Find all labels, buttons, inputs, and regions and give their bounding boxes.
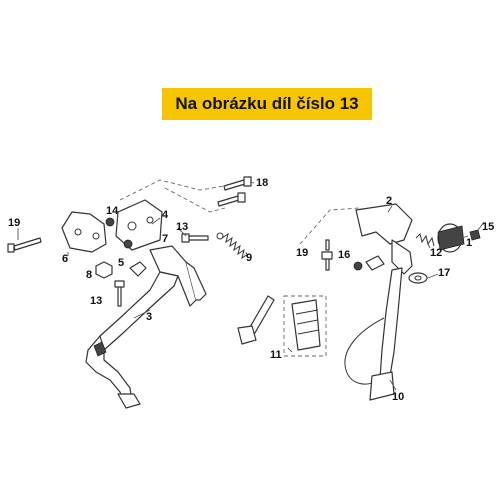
callout-16: 16 bbox=[338, 249, 350, 261]
leader-line bbox=[133, 309, 151, 319]
bolt-head bbox=[181, 233, 190, 243]
callout-13-horizontal-bolt: 13 bbox=[176, 221, 188, 233]
callout-2: 2 bbox=[386, 195, 392, 207]
sidestand-leg bbox=[379, 267, 403, 379]
washer bbox=[408, 272, 428, 284]
nut bbox=[353, 261, 363, 271]
footpeg-frame bbox=[283, 295, 327, 357]
bracket-hole bbox=[74, 228, 82, 236]
leader-line bbox=[461, 235, 469, 239]
nut bbox=[105, 217, 115, 227]
callout-14: 14 bbox=[106, 205, 119, 217]
washer bbox=[95, 261, 113, 279]
main-stand-leg bbox=[97, 271, 179, 351]
footpeg bbox=[291, 299, 321, 351]
spring-hook bbox=[216, 232, 224, 240]
highlight-banner: Na obrázku díl číslo 13 bbox=[162, 88, 372, 120]
callout-9: 9 bbox=[246, 252, 252, 264]
callout-1: 1 bbox=[466, 237, 472, 249]
bolt-shaft bbox=[187, 235, 209, 241]
leader-line bbox=[427, 273, 439, 279]
callout-17: 17 bbox=[438, 267, 450, 279]
callout-4: 4 bbox=[162, 209, 169, 221]
bolt-head bbox=[243, 176, 252, 187]
bolt-shaft bbox=[325, 257, 330, 271]
stand-plate bbox=[115, 199, 163, 251]
main-stand-crossbar bbox=[185, 261, 207, 301]
bolt-shaft bbox=[117, 285, 122, 307]
main-stand-foot bbox=[117, 393, 141, 409]
bolt-head bbox=[321, 251, 333, 260]
leader-line bbox=[427, 243, 431, 249]
callout-11: 11 bbox=[270, 349, 282, 361]
callout-5: 5 bbox=[118, 257, 124, 269]
sidestand-bracket-arm bbox=[391, 239, 413, 275]
callout-13-vertical-bolt: 13 bbox=[90, 295, 102, 307]
rubber-stop-body bbox=[437, 225, 465, 251]
callout-10: 10 bbox=[392, 391, 404, 403]
assembly-guide bbox=[164, 187, 226, 213]
bolt-shaft bbox=[223, 179, 246, 191]
leader-line bbox=[389, 379, 397, 391]
leader-line bbox=[249, 181, 255, 184]
spring bbox=[221, 232, 249, 260]
sidestand-bracket bbox=[355, 203, 413, 245]
clip bbox=[129, 261, 147, 277]
callout-3: 3 bbox=[146, 311, 152, 323]
bolt-shaft bbox=[13, 237, 42, 251]
assembly-guide bbox=[299, 207, 361, 245]
leader-line bbox=[177, 227, 187, 237]
banner-text: Na obrázku díl číslo 13 bbox=[175, 94, 359, 113]
leader-line bbox=[287, 347, 293, 353]
spring bbox=[415, 233, 435, 247]
callout-8: 8 bbox=[86, 269, 92, 281]
pivot-bolt-head bbox=[237, 325, 257, 345]
callout-6: 6 bbox=[62, 253, 68, 265]
callout-19-left: 19 bbox=[8, 217, 20, 229]
sidestand-loop bbox=[344, 317, 385, 385]
bracket-hole bbox=[92, 232, 100, 240]
callout-7: 7 bbox=[162, 233, 168, 245]
callout-18: 18 bbox=[256, 177, 268, 189]
leader-line bbox=[477, 221, 485, 231]
bolt-head bbox=[237, 192, 246, 203]
bolt-shaft bbox=[325, 239, 330, 251]
bolt-shaft bbox=[217, 195, 240, 207]
main-stand-pedal bbox=[93, 341, 107, 357]
callout-12: 12 bbox=[430, 247, 442, 259]
leader-line bbox=[151, 217, 161, 225]
callout-19-right: 19 bbox=[296, 247, 308, 259]
washer-hole bbox=[414, 275, 422, 281]
leader-line bbox=[245, 251, 249, 259]
nut bbox=[123, 239, 133, 249]
callout-15: 15 bbox=[482, 221, 494, 233]
stand-bracket bbox=[61, 211, 107, 253]
bolt bbox=[7, 243, 15, 253]
bolt-head bbox=[114, 280, 125, 288]
bolt bbox=[469, 229, 481, 241]
plate-hole bbox=[146, 216, 154, 224]
footpeg-rib bbox=[295, 309, 320, 335]
plate-hole bbox=[127, 221, 137, 231]
sidestand-foot bbox=[369, 371, 395, 401]
stopper bbox=[365, 255, 385, 271]
assembly-guide bbox=[119, 179, 231, 201]
leader-line bbox=[387, 205, 393, 213]
